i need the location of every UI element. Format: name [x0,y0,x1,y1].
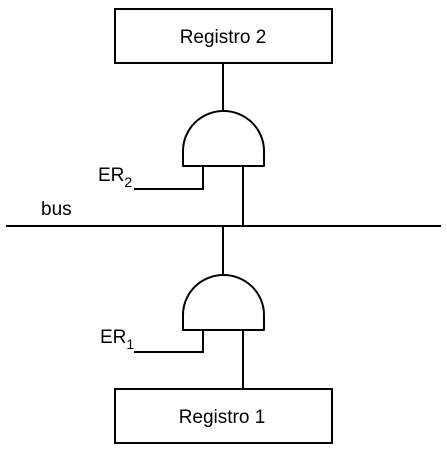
bus-label: bus [41,199,72,220]
register-2: Registro 2 [114,8,333,64]
er2-control-wire [134,166,204,190]
er1-label-main: ER [100,327,126,348]
er1-control-wire [134,330,204,353]
er2-label-main: ER [98,165,124,186]
and-gate-bottom [182,274,265,331]
register-1: Registro 1 [114,388,333,444]
register-2-label: Registro 2 [180,27,267,48]
register-1-box [114,388,333,444]
register-1-label: Registro 1 [179,407,266,428]
er1-label-subscript: 1 [126,336,134,352]
er2-label-subscript: 2 [124,174,132,190]
er1-label: ER1 [100,327,134,352]
er2-label: ER2 [98,165,132,190]
register-2-box [114,8,333,64]
and-gate-top [182,110,265,167]
